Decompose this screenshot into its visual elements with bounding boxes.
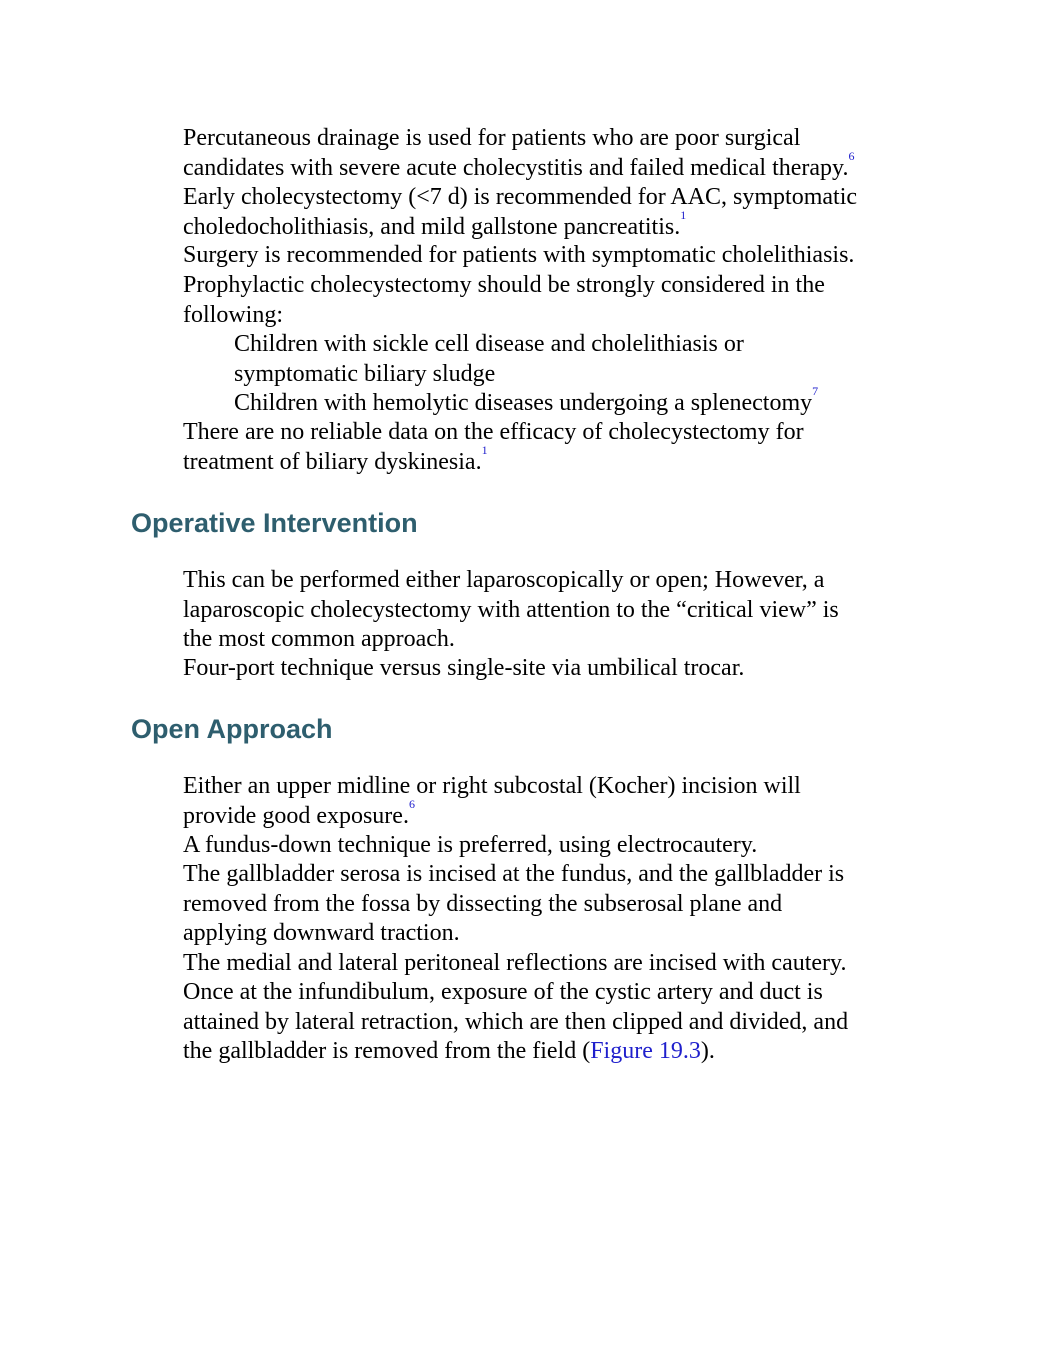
text-line: Four-port technique versus single-site v… — [183, 655, 745, 681]
text-line: the most common approach. — [183, 626, 455, 652]
text-line: This can be performed either laparoscopi… — [183, 567, 825, 593]
text-line: the gallbladder is removed from the fiel… — [183, 1038, 591, 1064]
laparoscopic-approach-paragraph: This can be performed either laparoscopi… — [183, 566, 913, 655]
serosa-incision-paragraph: The gallbladder serosa is incised at the… — [183, 860, 913, 949]
percutaneous-drainage-paragraph: Percutaneous drainage is used for patien… — [183, 124, 913, 183]
surgery-recommendation-paragraph: Surgery is recommended for patients with… — [183, 241, 913, 271]
text-line: choledocholithiasis, and mild gallstone … — [183, 213, 681, 240]
text-line: Children with sickle cell disease and ch… — [234, 331, 744, 357]
text-line: Early cholecystectomy (<7 d) is recommen… — [183, 184, 858, 210]
text-line: removed from the fossa by dissecting the… — [183, 890, 783, 917]
text-line: attained by lateral retraction, which ar… — [183, 1008, 849, 1035]
four-port-technique-paragraph: Four-port technique versus single-site v… — [183, 654, 913, 684]
text-line: The gallbladder serosa is incised at the… — [183, 861, 845, 887]
biliary-dyskinesia-paragraph: There are no reliable data on the effica… — [183, 418, 913, 477]
text-line: treatment of biliary dyskinesia. — [183, 448, 482, 475]
text-line: Surgery is recommended for patients with… — [183, 242, 855, 268]
reference-link[interactable]: 7 — [812, 384, 819, 398]
text-line: Children with hemolytic diseases undergo… — [234, 390, 813, 416]
text-line: ). — [700, 1038, 715, 1064]
text-line: provide good exposure. — [183, 802, 409, 829]
text-line: A fundus-down technique is preferred, us… — [183, 832, 758, 858]
incision-paragraph: Either an upper midline or right subcost… — [183, 772, 913, 831]
prophylactic-cholecystectomy-paragraph: Prophylactic cholecystectomy should be s… — [183, 271, 913, 330]
text-line: Either an upper midline or right subcost… — [183, 773, 801, 799]
text-line: Once at the infundibulum, exposure of th… — [183, 979, 823, 1005]
text-line: applying downward traction. — [183, 920, 460, 946]
peritoneal-reflections-paragraph: The medial and lateral peritoneal reflec… — [183, 949, 913, 979]
text-line: symptomatic biliary sludge — [234, 360, 496, 387]
text-line: Prophylactic cholecystectomy should be s… — [183, 272, 825, 298]
text-line: Percutaneous drainage is used for patien… — [183, 125, 801, 151]
reference-link[interactable]: 6 — [408, 796, 415, 811]
text-line: There are no reliable data on the effica… — [183, 419, 804, 445]
text-line: laparoscopic cholecystectomy with attent… — [183, 596, 839, 623]
infundibulum-paragraph: Once at the infundibulum, exposure of th… — [183, 978, 913, 1067]
reference-link[interactable]: 6 — [848, 148, 855, 163]
figure-link[interactable]: Figure 19.3 — [590, 1038, 701, 1064]
hemolytic-disease-list-item: Children with hemolytic diseases undergo… — [234, 385, 964, 419]
fundus-down-paragraph: A fundus-down technique is preferred, us… — [183, 831, 913, 861]
text-line: The medial and lateral peritoneal reflec… — [183, 950, 847, 976]
reference-link[interactable]: 1 — [481, 442, 488, 457]
early-cholecystectomy-paragraph: Early cholecystectomy (<7 d) is recommen… — [183, 183, 913, 242]
open-approach-heading: Open Approach — [131, 714, 333, 744]
reference-link[interactable]: 1 — [680, 207, 687, 222]
text-line: candidates with severe acute cholecystit… — [183, 154, 849, 181]
sickle-cell-list-item: Children with sickle cell disease and ch… — [234, 330, 964, 389]
operative-intervention-heading: Operative Intervention — [131, 508, 418, 538]
text-line: following: — [183, 301, 283, 328]
